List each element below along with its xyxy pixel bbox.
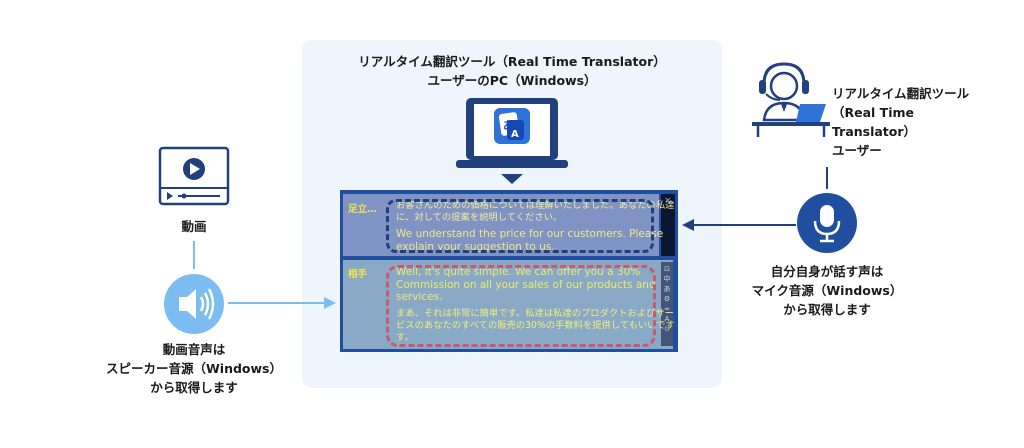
record-icon[interactable]: ⊙ bbox=[664, 325, 670, 333]
translator-side-toolbar bbox=[661, 262, 673, 346]
language-icon[interactable]: 中 bbox=[663, 275, 671, 283]
user-caption-line1: リアルタイム翻訳ツール bbox=[832, 86, 970, 101]
microphone-icon bbox=[797, 193, 857, 253]
gear-icon[interactable]: ⚙ bbox=[663, 295, 671, 303]
partner-english-line2: Commission on all your sales of our prod… bbox=[396, 278, 656, 291]
partner-japanese-line2: ビスのあなたのすべての販売の30%の手数料を提供してもいいです bbox=[396, 320, 675, 331]
self-english-line1: We understand the price for our customer… bbox=[396, 228, 664, 240]
partner-japanese-line1: まあ、それは非常に簡単です。私達は私達のプロダクトおよびサー bbox=[396, 308, 674, 319]
speaker-arrow bbox=[228, 297, 336, 309]
self-speaker-label: 足立… bbox=[348, 204, 377, 215]
user-caption: リアルタイム翻訳ツール （Real Time Translator） ユーザー bbox=[832, 84, 982, 160]
mic-caption-line2: マイク音源（Windows） bbox=[751, 283, 903, 298]
pc-title-line2: ユーザーのPC（Windows） bbox=[427, 73, 597, 88]
mic-caption-line1: 自分自身が話す声は bbox=[770, 264, 884, 279]
speaker-icon bbox=[164, 274, 224, 334]
laptop-icon: あ A bbox=[456, 98, 568, 184]
partner-english-line1: Well, it's quite simple. We can offer yo… bbox=[396, 266, 641, 278]
pc-title-line1: リアルタイム翻訳ツール（Real Time Translator） bbox=[358, 54, 666, 69]
partner-speaker-label: 相手 bbox=[348, 269, 368, 280]
user-caption-line3: ユーザー bbox=[832, 143, 882, 158]
user-connector bbox=[826, 167, 828, 189]
app-icon-kana: あ bbox=[503, 119, 514, 132]
self-highlight-frame bbox=[386, 199, 654, 253]
close-icon[interactable]: × bbox=[664, 196, 672, 206]
speaker-caption-line3: から取得します bbox=[150, 380, 238, 395]
translator-partner-pane bbox=[343, 260, 673, 349]
user-caption-line2: （Real Time Translator） bbox=[832, 105, 917, 139]
mic-arrow bbox=[682, 219, 796, 231]
partner-english-line3: services. bbox=[396, 291, 443, 303]
side-controls: ⊡ 中 あ ⚙ ═ A ⊙ bbox=[661, 264, 673, 334]
user-headset-icon bbox=[752, 62, 830, 137]
mic-caption: 自分自身が話す声は マイク音源（Windows） から取得します bbox=[740, 262, 914, 319]
self-japanese-line2: に、対しての提案を説明してください。 bbox=[396, 212, 563, 223]
video-connector bbox=[193, 241, 195, 269]
video-label: 動画 bbox=[181, 219, 207, 234]
partner-english-text: Well, it's quite simple. We can offer yo… bbox=[396, 266, 656, 304]
speaker-caption-line1: 動画音声は bbox=[162, 342, 226, 357]
pc-title: リアルタイム翻訳ツール（Real Time Translator） ユーザーのP… bbox=[302, 52, 722, 90]
text-size-icon[interactable]: A bbox=[664, 315, 670, 323]
app-icon-letter: A bbox=[511, 129, 519, 140]
speaker-caption-line2: スピーカー音源（Windows） bbox=[106, 361, 282, 376]
window-icon[interactable]: ⊡ bbox=[664, 265, 670, 273]
speaker-caption: 動画音声は スピーカー音源（Windows） から取得します bbox=[90, 340, 298, 397]
translator-top-strip bbox=[661, 194, 675, 256]
partner-japanese-line3: す。 bbox=[396, 332, 414, 343]
mic-caption-line3: から取得します bbox=[783, 302, 871, 317]
menu-icon[interactable]: ═ bbox=[664, 305, 670, 313]
video-player-icon bbox=[158, 146, 230, 206]
partner-japanese-text: まあ、それは非常に簡単です。私達は私達のプロダクトおよびサー ビスのあなたのすべ… bbox=[396, 308, 675, 344]
self-japanese-text: お客さんのための価格については理解いたしました。あなたの私達 に、対しての提案を… bbox=[396, 200, 674, 224]
partner-highlight-frame bbox=[386, 265, 656, 347]
font-icon[interactable]: あ bbox=[663, 285, 671, 293]
self-japanese-line1: お客さんのための価格については理解いたしました。あなたの私達 bbox=[396, 200, 675, 211]
